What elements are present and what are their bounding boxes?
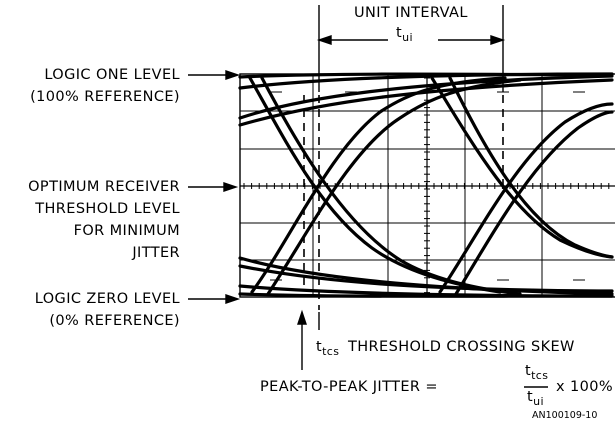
denominator-base: t [527,389,534,405]
for-minimum-label: FOR MINIMUM [73,223,180,239]
unit-interval-dimension [316,5,506,92]
fraction-denominator: tui [527,388,544,408]
t-tcs-base: t [316,339,323,355]
threshold-crossing-skew-label: THRESHOLD CROSSING SKEW [348,339,575,355]
denominator-subscript: ui [533,395,544,408]
t-tcs-label: ttcs [316,338,340,358]
t-tcs-subscript: tcs [322,345,340,358]
peak-to-peak-jitter-label: PEAK-TO-PEAK JITTER = [260,379,438,395]
numerator-subscript: tcs [531,369,549,382]
fraction-numerator: ttcs [525,362,549,382]
times-100-percent-label: x 100% [556,379,614,395]
level-pointer-arrows [188,70,241,304]
numerator-base: t [525,363,532,379]
unit-interval-label: UNIT INTERVAL [354,5,468,21]
logic-zero-level-label: LOGIC ZERO LEVEL [34,291,180,307]
eye-traces [238,72,614,298]
threshold-level-label: THRESHOLD LEVEL [35,201,180,217]
threshold-dashed-lines [303,95,504,310]
logic-one-reference-label: (100% REFERENCE) [30,89,180,105]
skew-pointer-arrows [297,309,320,370]
jitter-label: JITTER [132,245,180,261]
t-ui-label: tui [396,24,413,44]
t-ui-subscript: ui [402,31,413,44]
figure-id-label: AN100109-10 [532,410,598,421]
t-ui-base: t [396,25,403,41]
optimum-receiver-label: OPTIMUM RECEIVER [28,179,180,195]
logic-zero-reference-label: (0% REFERENCE) [49,313,180,329]
logic-one-level-label: LOGIC ONE LEVEL [44,67,180,83]
